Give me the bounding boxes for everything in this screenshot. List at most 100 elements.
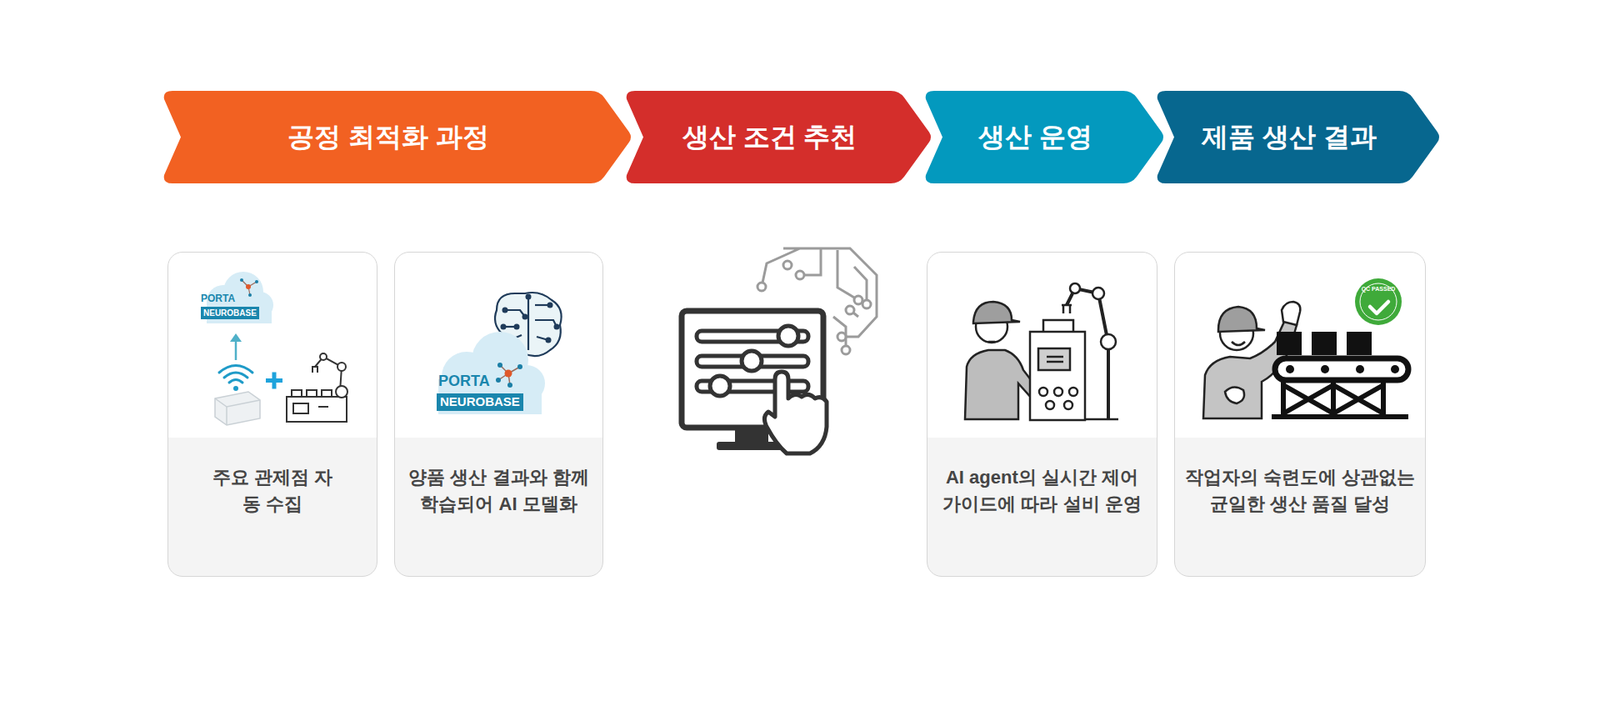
- process-chevron: 생산 조건 추천: [623, 90, 931, 184]
- brain-circuit-part-part: [547, 302, 554, 309]
- brain-circuit-part-part: [545, 337, 552, 344]
- cloud-logo-large-part: [517, 364, 523, 370]
- cheering-worker-part: [1281, 301, 1300, 325]
- brain-circuit-part-part: [554, 324, 560, 330]
- machine-robot-small-part: [286, 396, 347, 422]
- machine-robot-small-part: [318, 405, 329, 408]
- control-machine-robot-part: [1085, 418, 1119, 421]
- card-description: AI agent의 실시간 제어 가이드에 따라 설비 운영: [938, 464, 1147, 518]
- logo-text: PORTA: [438, 373, 490, 390]
- brain-outline-gray-part-part: [862, 300, 871, 309]
- cheering-worker-part: [1218, 306, 1265, 332]
- brain-outline-gray-part-part: [783, 260, 792, 270]
- router-icon: [215, 365, 260, 426]
- logo-text: NEUROBASE: [436, 393, 524, 411]
- stage-title: 제품 생산 결과: [1201, 119, 1377, 156]
- brain-circuit-part: [535, 320, 557, 327]
- chevron-fill: [925, 90, 1164, 184]
- conveyor-boxes-part-part: [1271, 414, 1409, 420]
- conveyor-boxes-part-part: [1283, 380, 1384, 417]
- cloud-logo-large-part: [497, 362, 503, 368]
- cloud-logo-small-part: [240, 278, 244, 282]
- machine-robot-small-part: [306, 390, 317, 397]
- control-machine-robot-part: [1045, 400, 1055, 410]
- cloud-logo-large-part: [505, 370, 513, 378]
- monitor-sliders-part-part: [710, 375, 730, 396]
- conveyor-boxes-part: [1346, 331, 1372, 355]
- plus-sign-part: [272, 372, 277, 390]
- conveyor-boxes-part: [1320, 365, 1330, 374]
- conveyor-boxes: [1271, 331, 1409, 417]
- logo-text: NEUROBASE: [200, 306, 260, 320]
- brain-outline-gray-part-part: [757, 282, 766, 291]
- process-chevron: 공정 최적화 과정: [160, 90, 631, 184]
- upload-arrow: [230, 333, 242, 360]
- qc-badge: [1355, 278, 1402, 325]
- operator-worker-part: [988, 340, 995, 344]
- brain-circuit-part-part: [500, 324, 507, 330]
- control-machine-robot-part: [1030, 331, 1085, 420]
- conveyor-boxes-part: [1271, 380, 1409, 417]
- cloud-logo-small-part: [245, 284, 251, 290]
- monitor-sliders-part-part: [778, 325, 799, 346]
- machine-robot-small-part: [311, 366, 319, 373]
- cheering-worker-part: [1225, 386, 1245, 404]
- cloud-logo-large-part: [495, 377, 501, 383]
- control-machine-robot-part: [1043, 320, 1074, 332]
- logo-text: PORTA: [200, 293, 235, 305]
- brain-circuit-part-part: [525, 294, 532, 300]
- brain-circuit-part: [527, 296, 530, 350]
- upload-arrow-part: [230, 333, 242, 342]
- control-machine-robot-part: [1100, 334, 1116, 350]
- stage-title: 공정 최적화 과정: [287, 119, 490, 156]
- brain-outline-gray-part-part: [854, 295, 863, 305]
- control-machine-robot-part: [1039, 387, 1048, 396]
- conveyor-boxes-part: [1311, 331, 1337, 355]
- router-icon-part: [219, 365, 253, 374]
- cheering-worker-part: [1231, 341, 1245, 345]
- control-machine-robot-part: [1038, 348, 1070, 370]
- control-machine-robot-part: [1066, 288, 1109, 420]
- cloud-logo-small-part: [241, 280, 257, 295]
- control-machine-robot-part: [1046, 355, 1064, 359]
- machine-robot-small-part: [335, 385, 348, 398]
- card-description: 양품 생산 결과와 함께 학습되어 AI 모델화: [400, 464, 598, 518]
- conveyor-boxes-part: [1275, 358, 1409, 380]
- control-machine-robot-part: [1064, 400, 1073, 410]
- machine-robot-small-part: [291, 390, 302, 397]
- qc-badge-part: [1360, 283, 1397, 320]
- machine-robot-small-part: [293, 403, 309, 414]
- control-machine-robot-part: [1092, 287, 1105, 300]
- router-icon-part: [229, 380, 243, 384]
- brain-outline-gray-part-part: [795, 270, 805, 280]
- brain-circuit-part-part: [522, 314, 529, 320]
- control-machine-robot-part: [1046, 360, 1064, 364]
- brain-outline-gray-part-part: [845, 305, 855, 315]
- plus-sign: [265, 372, 283, 390]
- monitor-sliders-part: [764, 371, 827, 454]
- router-icon-part: [233, 385, 239, 391]
- router-icon-part: [225, 406, 228, 425]
- control-machine-robot-part: [1061, 305, 1072, 314]
- brain-outline-gray-part: [854, 266, 867, 305]
- machine-robot-small: [286, 353, 348, 422]
- cloud-logo-large-part: [507, 382, 513, 388]
- qc-badge-part: [1355, 278, 1402, 325]
- brain-outline-gray-part-part: [837, 332, 846, 341]
- stage-title: 생산 조건 추천: [682, 119, 858, 156]
- conveyor-boxes-part: [1276, 331, 1302, 355]
- monitor-sliders-part: [735, 428, 769, 444]
- conveyor-boxes-part: [1285, 365, 1295, 374]
- monitor-sliders-part: [696, 325, 809, 396]
- upload-arrow-part: [235, 340, 238, 360]
- control-machine-robot-part: [1069, 387, 1078, 396]
- monitor-sliders: [681, 310, 827, 454]
- machine-robot-small-part: [321, 390, 332, 397]
- router-icon-part: [224, 372, 248, 378]
- router-icon-part: [215, 398, 260, 407]
- cloud-logo-small-part: [248, 293, 252, 297]
- process-chevron: 제품 생산 결과: [1154, 90, 1440, 184]
- conveyor-boxes-part: [1390, 365, 1400, 374]
- card-description: 주요 관제점 자동 수집: [210, 464, 335, 518]
